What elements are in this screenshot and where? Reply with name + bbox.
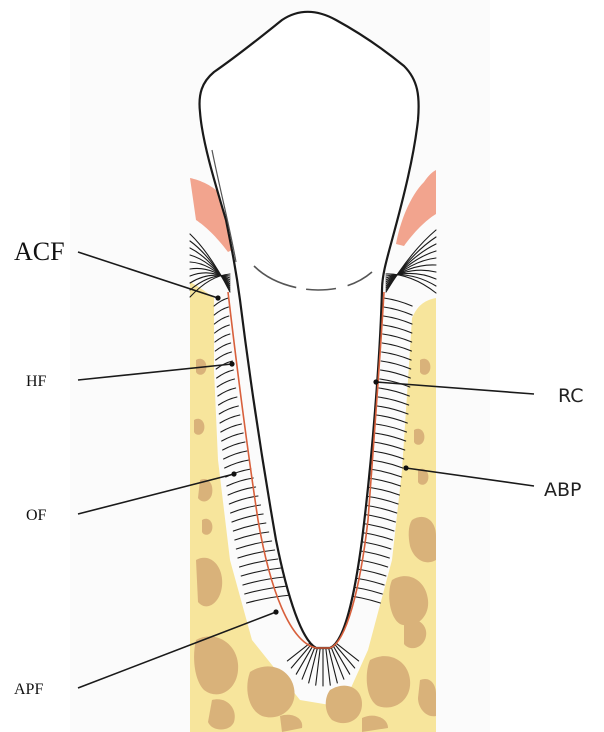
label-abp: ABP bbox=[544, 479, 582, 501]
label-hf: HF bbox=[26, 373, 47, 390]
label-rc: RC bbox=[558, 385, 584, 407]
label-apf: APF bbox=[14, 681, 43, 698]
trabecula-5 bbox=[326, 686, 362, 724]
label-acf: ACF bbox=[14, 237, 65, 266]
label-of: OF bbox=[26, 507, 47, 524]
